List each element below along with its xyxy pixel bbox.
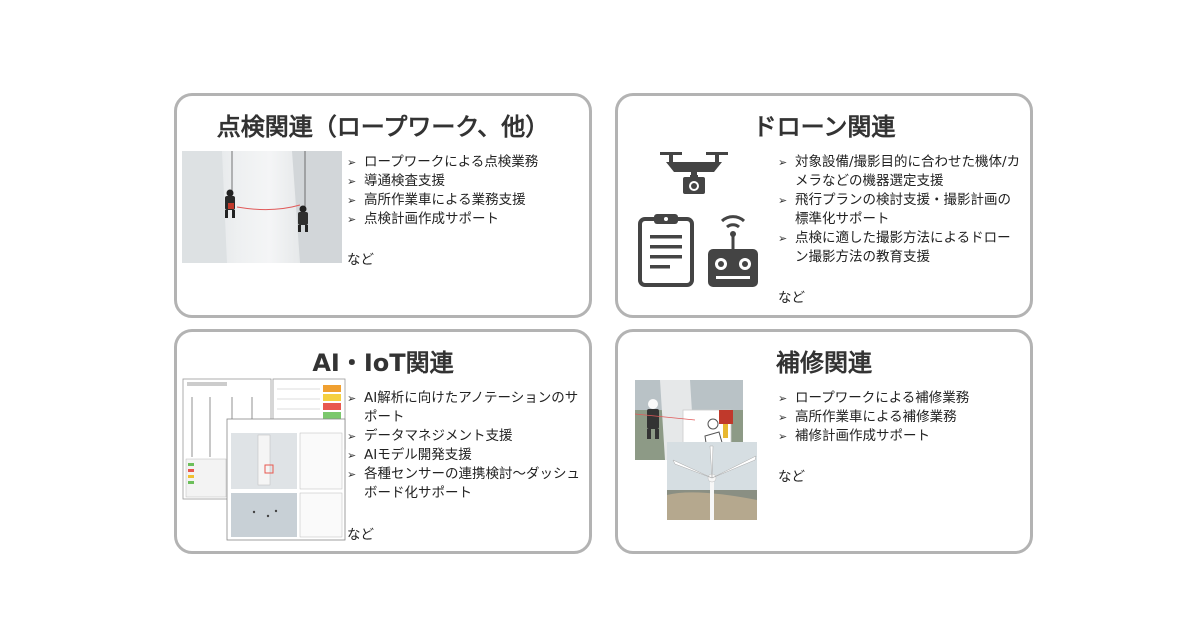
annotation-documents-thumbnail (182, 377, 347, 542)
list-item: 高所作業車による業務支援 (347, 191, 538, 210)
service-list: 対象設備/撮影目的に合わせた機体/カメラなどの機器選定支援 飛行プランの検討支援… (778, 153, 1023, 267)
list-item: 高所作業車による補修業務 (778, 408, 969, 427)
list-item: データマネジメント支援 (347, 427, 582, 446)
list-item: AIモデル開発支援 (347, 446, 582, 465)
card-ai-iot: AI・IoT関連 (174, 329, 592, 554)
controller-icon (708, 215, 758, 287)
card-title: AI・IoT関連 (312, 349, 454, 377)
list-item: ロープワークによる点検業務 (347, 153, 538, 172)
service-list: AI解析に向けたアノテーションのサポート データマネジメント支援 AIモデル開発… (347, 389, 582, 503)
list-item: 導通検査支援 (347, 172, 538, 191)
etc-text: など (778, 469, 805, 485)
list-item: 補修計画作成サポート (778, 427, 969, 446)
list-item: ロープワークによる補修業務 (778, 389, 969, 408)
list-item: 各種センサーの連携検討～ダッシュボード化サポート (347, 465, 582, 503)
repair-work-photos (635, 380, 765, 522)
list-item: 飛行プランの検討支援・撮影計画の標準化サポート (778, 191, 1023, 229)
etc-text: など (347, 252, 374, 268)
etc-text: など (778, 290, 805, 306)
list-item: 点検に適した撮影方法によるドローン撮影方法の教育支援 (778, 229, 1023, 267)
card-drone: ドローン関連 対象設備/撮影目的に合わせた機体/カメラなどの機器選定支援 (615, 93, 1033, 318)
card-title: 補修関連 (776, 349, 872, 377)
etc-text: など (347, 527, 374, 543)
service-list: ロープワークによる点検業務 導通検査支援 高所作業車による業務支援 点検計画作成… (347, 153, 538, 229)
card-inspection: 点検関連（ロープワーク、他） ロープワークによる点検業務 導通検査支援 高所作業… (174, 93, 592, 318)
list-item: 対象設備/撮影目的に合わせた機体/カメラなどの機器選定支援 (778, 153, 1023, 191)
service-list: ロープワークによる補修業務 高所作業車による補修業務 補修計画作成サポート (778, 389, 969, 446)
card-title: 点検関連（ロープワーク、他） (216, 113, 550, 141)
card-title: ドローン関連 (752, 113, 896, 141)
list-item: 点検計画作成サポート (347, 210, 538, 229)
rope-access-inspection-photo (182, 151, 342, 263)
clipboard-icon (638, 214, 694, 287)
drone-icon (660, 152, 728, 194)
card-repair: 補修関連 ロープワークによる補修業務 高所作業車によ (615, 329, 1033, 554)
list-item: AI解析に向けたアノテーションのサポート (347, 389, 582, 427)
